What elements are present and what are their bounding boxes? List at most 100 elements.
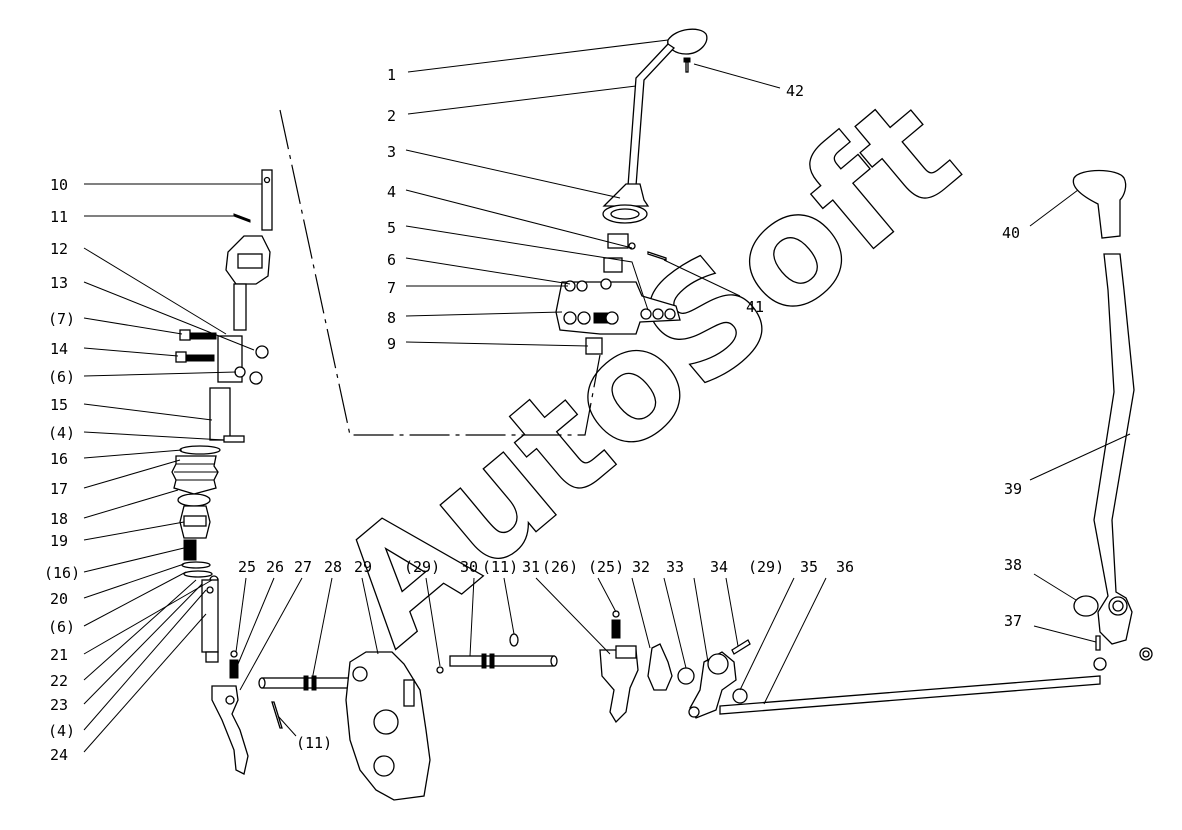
assembly-dash-line	[279, 109, 601, 436]
boot-3	[602, 183, 650, 207]
pin-4-head	[628, 242, 636, 250]
callout-35: 35	[800, 558, 818, 576]
callout-10: 10	[50, 176, 68, 194]
callout-36: 36	[836, 558, 854, 576]
callout-32: 32	[632, 558, 650, 576]
callout-17: 17	[50, 480, 68, 498]
shaft-lower	[233, 283, 247, 331]
lever-39-bore-inner	[1112, 600, 1124, 612]
bushing-38	[1073, 595, 1099, 617]
rail-30	[449, 655, 555, 667]
callout-4: 4	[387, 183, 396, 201]
housing-29-hole-a	[352, 666, 368, 682]
callout-19: 19	[50, 532, 68, 550]
callout-28: 28	[324, 558, 342, 576]
housing-29-hole-b	[373, 709, 399, 735]
sleeve-15	[209, 387, 231, 441]
callout-7-ref: (7)	[48, 310, 75, 328]
spring-26b	[611, 619, 621, 639]
housing-29-hole-c	[373, 755, 395, 777]
boot-3-ring-inner	[610, 208, 640, 220]
pin-29c	[731, 639, 751, 655]
bolt-7-b	[577, 311, 591, 325]
lever-rod-top	[627, 43, 675, 187]
bolt-7-e	[652, 308, 664, 320]
pin-41	[647, 251, 667, 261]
callout-26: 26	[266, 558, 284, 576]
callout-29-ref-2: (29)	[748, 558, 784, 576]
callout-42: 42	[786, 82, 804, 100]
screw-42-shank	[685, 61, 689, 73]
callout-29-ref: (29)	[404, 558, 440, 576]
fork-31	[599, 649, 639, 724]
callout-31: 31	[522, 558, 540, 576]
callout-24: 24	[50, 746, 68, 764]
callout-4-ref: (4)	[48, 424, 75, 442]
lever-27-hole	[225, 695, 235, 705]
callout-2: 2	[387, 107, 396, 125]
callout-23: 23	[50, 696, 68, 714]
callout-21: 21	[50, 646, 68, 664]
callout-26-ref: (26)	[542, 558, 578, 576]
callout-39: 39	[1004, 480, 1022, 498]
bolt-7-c	[605, 311, 619, 325]
bolt-14a-thread	[189, 332, 217, 340]
callout-6-ref-2: (6)	[48, 618, 75, 636]
bolt-7-f	[664, 308, 676, 320]
callout-29: 29	[354, 558, 372, 576]
arm-34-bore	[707, 653, 729, 675]
spring-16b	[183, 539, 197, 561]
rail-30-ring-a	[481, 653, 487, 669]
lever-27	[211, 685, 249, 775]
nut-6b	[576, 280, 588, 292]
callout-1: 1	[387, 66, 396, 84]
nut-6d	[249, 371, 263, 385]
callout-9: 9	[387, 335, 396, 353]
callout-25-ref: (25)	[588, 558, 624, 576]
washer-6e	[183, 570, 213, 578]
callout-27: 27	[294, 558, 312, 576]
spring-26	[229, 659, 239, 679]
callout-12: 12	[50, 240, 68, 258]
watermark: AutoSoft	[306, 65, 989, 678]
shaft-10	[261, 169, 273, 231]
bushing-9	[585, 337, 603, 355]
bolt-7-a	[563, 311, 577, 325]
nut-6c	[600, 278, 612, 290]
callout-34: 34	[710, 558, 728, 576]
callout-3: 3	[387, 143, 396, 161]
callout-13: 13	[50, 274, 68, 292]
rail-28-end	[258, 677, 266, 689]
ring-11	[509, 633, 519, 647]
callout-37: 37	[1004, 612, 1022, 630]
rail-28-ring-b	[311, 675, 317, 691]
callout-11-ref: (11)	[482, 558, 518, 576]
rail-30-ring-b	[489, 653, 495, 669]
pin-37	[1095, 635, 1101, 651]
lever-32	[647, 643, 673, 691]
washer-20	[181, 561, 211, 569]
rod-36	[719, 675, 1101, 715]
callout-7: 7	[387, 279, 396, 297]
pin-4-left	[223, 435, 245, 443]
pin-11c	[271, 701, 283, 729]
washer-16	[179, 445, 221, 455]
shift-rails-assembly	[258, 610, 1107, 801]
callout-16-ref: (16)	[44, 564, 80, 582]
ball-25	[230, 650, 238, 658]
shift-column-assembly	[171, 169, 283, 775]
washer-33	[677, 667, 695, 685]
pin-11	[233, 213, 251, 223]
ring-18	[177, 493, 211, 507]
callout-40: 40	[1002, 224, 1020, 242]
rod-36-end-a	[688, 706, 700, 718]
bolt-14a	[179, 329, 191, 341]
callout-4-ref-2: (4)	[48, 722, 75, 740]
spacer-4	[607, 233, 629, 249]
u-joint-cross	[237, 253, 263, 269]
bushing-35	[732, 688, 748, 704]
washer-right-inner	[1142, 650, 1150, 658]
callout-41: 41	[746, 298, 764, 316]
